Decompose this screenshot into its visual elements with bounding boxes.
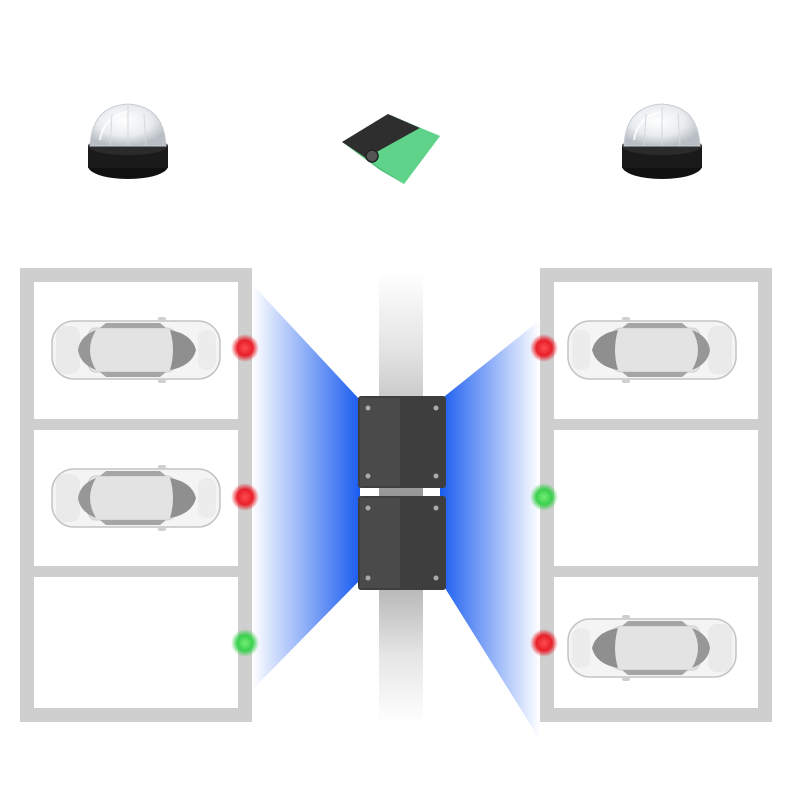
right-bay-3-indicator-red xyxy=(530,629,558,657)
left-bay-2-indicator-red xyxy=(231,483,259,511)
lower-sensor-unit xyxy=(358,496,446,590)
right-sensor-beam xyxy=(440,320,540,740)
right-bay-1-car xyxy=(567,316,737,384)
left-bay-3-indicator-green xyxy=(231,629,259,657)
left-dome-light-icon xyxy=(88,103,168,179)
right-parking-bays xyxy=(540,268,772,722)
left-sensor-beam xyxy=(252,284,360,690)
right-bay-3-car xyxy=(567,614,737,682)
right-dome-light-icon xyxy=(622,103,702,179)
left-parking-bays xyxy=(20,268,252,722)
left-bay-2-car xyxy=(51,464,221,532)
parking-camera-icon xyxy=(342,114,440,184)
right-bay-2-indicator-green xyxy=(530,483,558,511)
left-bay-1-car xyxy=(51,316,221,384)
right-bay-1-indicator-red xyxy=(530,334,558,362)
upper-sensor-unit xyxy=(358,396,446,488)
left-bay-1-indicator-red xyxy=(231,334,259,362)
